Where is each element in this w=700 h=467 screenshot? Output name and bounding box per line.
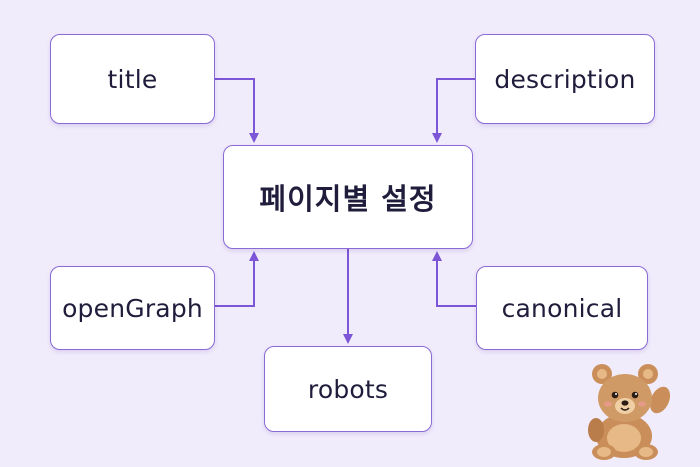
arrow-description-to-center	[432, 78, 475, 143]
node-canonical: canonical	[476, 266, 648, 350]
node-robots-label: robots	[307, 374, 389, 404]
arrow-opengraph-to-center	[215, 251, 259, 307]
teddy-bear-icon	[588, 364, 671, 460]
node-opengraph-label: openGraph	[62, 293, 203, 323]
node-description: description	[475, 34, 655, 124]
arrow-canonical-to-center	[432, 251, 476, 307]
node-description-label: description	[494, 64, 636, 94]
node-center-label: 페이지별 설정	[259, 182, 437, 216]
node-center: 페이지별 설정	[223, 145, 473, 249]
node-canonical-label: canonical	[501, 293, 623, 323]
node-title-label: title	[107, 64, 158, 94]
node-title: title	[50, 34, 215, 124]
node-robots: robots	[264, 346, 432, 432]
node-opengraph: openGraph	[50, 266, 215, 350]
arrow-title-to-center	[215, 78, 259, 143]
